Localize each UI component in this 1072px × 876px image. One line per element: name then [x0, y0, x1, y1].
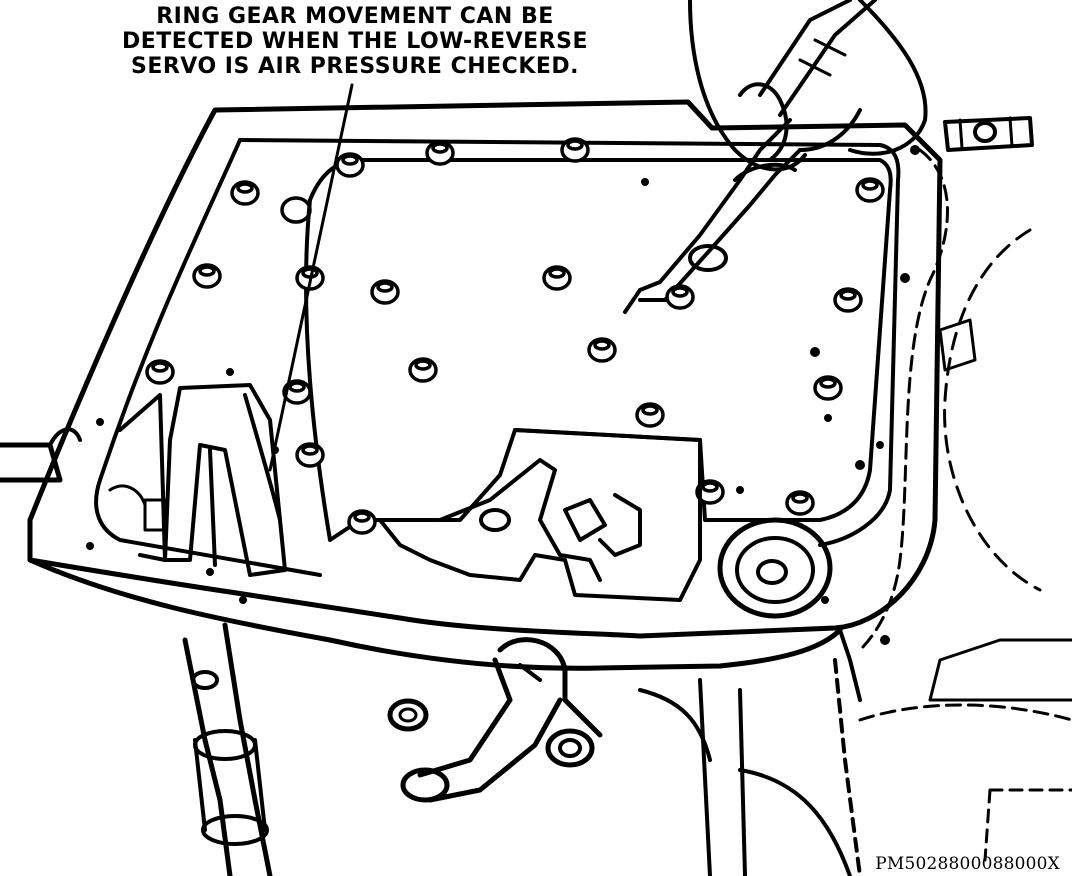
shift-lever — [387, 637, 603, 803]
left-mount — [0, 427, 82, 483]
callout-text: RING GEAR MOVEMENT CAN BE DETECTED WHEN … — [80, 4, 630, 79]
vent-fitting — [943, 116, 1034, 152]
air-pressure-nozzle — [623, 0, 877, 314]
case-flange — [27, 99, 943, 702]
fluid-passage-holes — [86, 145, 920, 645]
low-reverse-servo — [108, 383, 287, 577]
callout-line-3: SERVO IS AIR PRESSURE CHECKED. — [130, 54, 580, 79]
callout-line-1: RING GEAR MOVEMENT CAN BE — [156, 4, 554, 29]
separator-bolts — [145, 137, 885, 535]
lower-case — [638, 658, 862, 876]
separator-plate — [304, 158, 893, 542]
callout-line-2: DETECTED WHEN THE LOW-REVERSE — [122, 29, 588, 54]
accumulator-piston — [717, 517, 833, 619]
transmission-housing — [858, 148, 1072, 862]
callout-leader-line — [268, 83, 354, 472]
figure-code: PM5028800088000X — [875, 854, 1060, 874]
cooler-line — [182, 622, 273, 876]
manual-valve-lever — [378, 428, 702, 602]
